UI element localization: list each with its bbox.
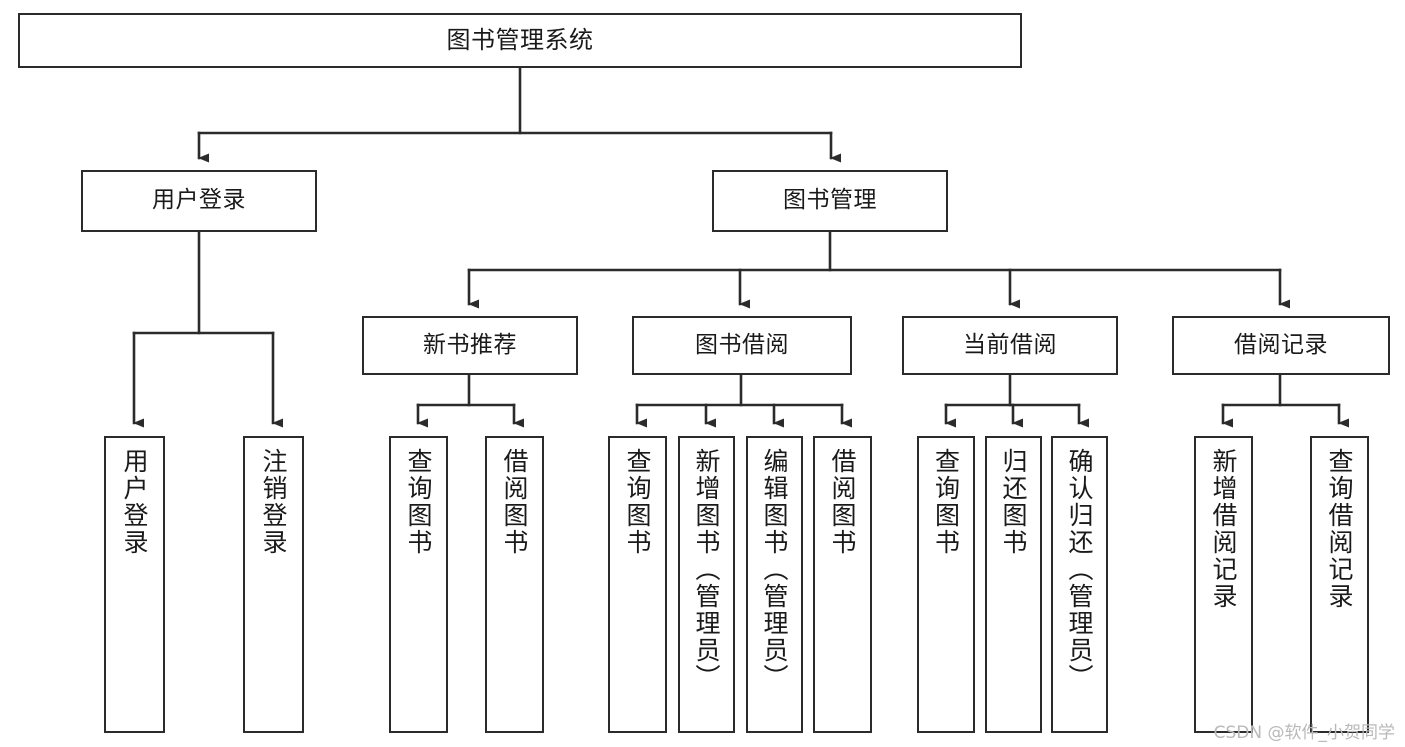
node-label: 查询图书 [404,448,433,556]
node-root-book-management-system[interactable]: 图书管理系统 [18,13,1022,68]
node-current-borrow[interactable]: 当前借阅 [902,316,1118,375]
node-label: 查询借阅记录 [1325,448,1354,610]
watermark: CSDN @软件_小贺同学 [1213,723,1395,743]
node-label: 图书管理 [783,187,877,214]
node-label: 新增借阅记录 [1209,448,1238,610]
leaf-book-borrow-borrow-book[interactable]: 借阅图书 [813,436,872,733]
node-book-borrow[interactable]: 图书借阅 [632,316,852,375]
leaf-borrow-record-add-record[interactable]: 新增借阅记录 [1194,436,1253,733]
node-label: 归还图书 [999,448,1028,556]
node-label: 借阅记录 [1234,331,1328,358]
node-label: 用户登录 [120,448,149,556]
leaf-current-borrow-return-book[interactable]: 归还图书 [985,436,1042,733]
node-label: 图书借阅 [695,331,789,358]
node-book-management[interactable]: 图书管理 [712,170,948,232]
node-label: 图书管理系统 [446,26,594,55]
leaf-book-borrow-query-book[interactable]: 查询图书 [608,436,667,733]
node-label: 借阅图书 [828,448,857,556]
node-label: 当前借阅 [963,331,1057,358]
node-label: 新增图书（管理员） [692,448,721,691]
node-label: 注销登录 [259,448,288,556]
node-label: 确认归还（管理员） [1065,448,1094,691]
node-user-login[interactable]: 用户登录 [81,170,317,232]
leaf-book-borrow-edit-book-admin[interactable]: 编辑图书（管理员） [746,436,803,733]
leaf-new-book-query-book[interactable]: 查询图书 [389,436,448,733]
node-borrow-record[interactable]: 借阅记录 [1172,316,1390,375]
node-label: 借阅图书 [500,448,529,556]
node-new-book-recommend[interactable]: 新书推荐 [362,316,578,375]
node-label: 新书推荐 [423,331,517,358]
leaf-user-login-logout[interactable]: 注销登录 [243,436,304,733]
leaf-current-borrow-query-book[interactable]: 查询图书 [917,436,975,733]
node-label: 查询图书 [931,448,961,556]
leaf-current-borrow-confirm-return-admin[interactable]: 确认归还（管理员） [1051,436,1108,733]
leaf-new-book-borrow-book[interactable]: 借阅图书 [485,436,544,733]
node-label: 查询图书 [623,448,652,556]
leaf-borrow-record-query-record[interactable]: 查询借阅记录 [1310,436,1369,733]
node-label: 编辑图书（管理员） [760,448,789,691]
leaf-user-login-login[interactable]: 用户登录 [104,436,165,733]
leaf-book-borrow-add-book-admin[interactable]: 新增图书（管理员） [678,436,735,733]
node-label: 用户登录 [152,187,246,214]
